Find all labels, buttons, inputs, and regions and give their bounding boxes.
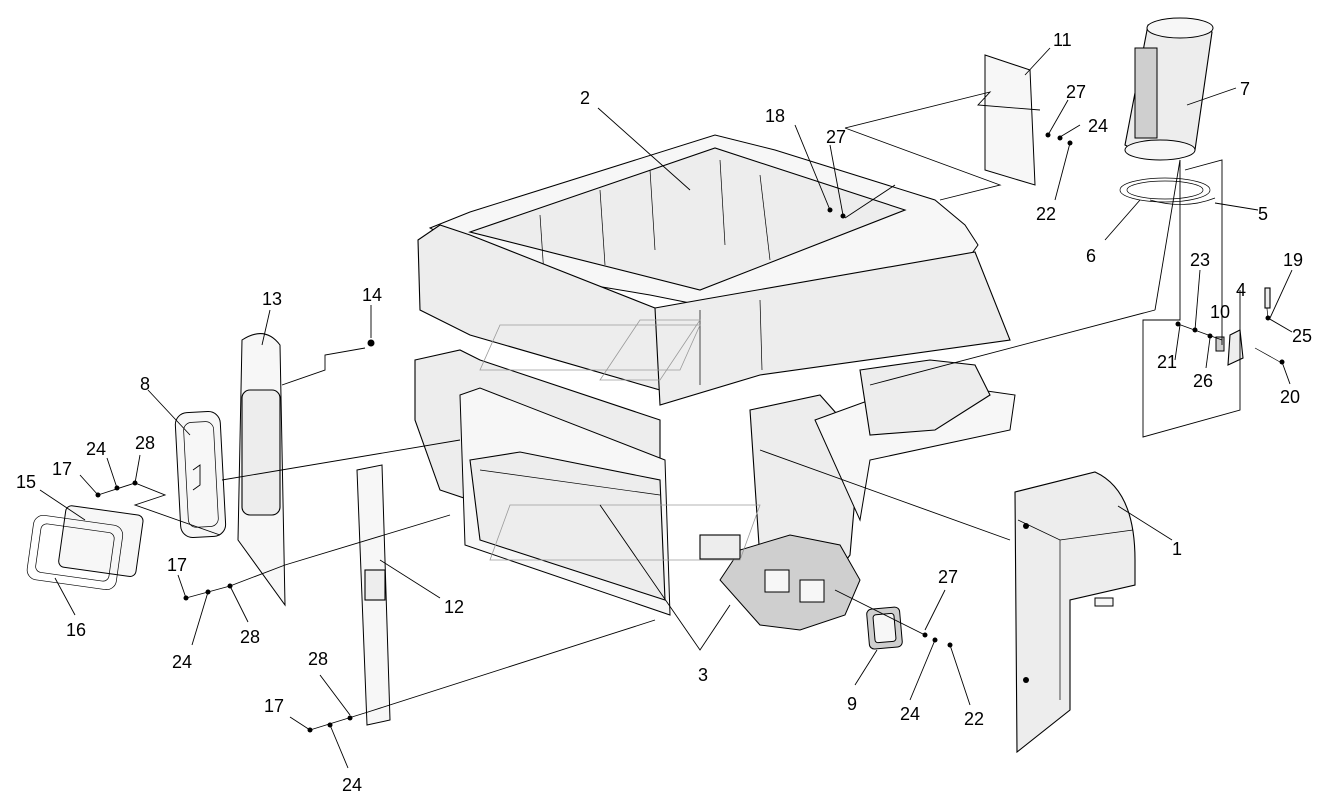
grate <box>699 534 741 560</box>
callout-3: 3 <box>698 665 708 685</box>
seal-frame-part-16 <box>26 514 124 590</box>
callout-22-b: 22 <box>964 709 984 729</box>
callout-2: 2 <box>580 88 590 108</box>
callout-24-e: 24 <box>900 704 920 724</box>
callout-19: 19 <box>1283 250 1303 270</box>
callout-20: 20 <box>1280 387 1300 407</box>
callout-11: 11 <box>1053 30 1072 50</box>
callout-12: 12 <box>444 597 464 617</box>
spout-tube-part-7 <box>1124 17 1214 161</box>
callout-8: 8 <box>140 374 150 394</box>
callout-28-c: 28 <box>308 649 328 669</box>
callout-18: 18 <box>765 106 785 126</box>
callout-24-b: 24 <box>172 652 192 672</box>
callout-labels: 1 2 3 4 5 6 7 8 9 10 11 12 13 14 15 16 1… <box>16 30 1312 795</box>
window-frame-part-8 <box>174 410 227 538</box>
callout-5: 5 <box>1258 204 1268 224</box>
upper-frame-inner <box>468 147 907 291</box>
side-panel-part-13 <box>237 333 286 607</box>
callout-26: 26 <box>1193 371 1213 391</box>
callout-21: 21 <box>1157 352 1177 372</box>
ring-half-part-5 <box>1149 197 1216 205</box>
latch-part-10 <box>1215 336 1225 352</box>
leader-lines <box>39 47 1293 769</box>
inspection-cover-part-9 <box>866 606 903 650</box>
callout-24-d: 24 <box>1088 116 1108 136</box>
callout-14: 14 <box>362 285 382 305</box>
callout-24-a: 24 <box>86 439 106 459</box>
callout-17-b: 17 <box>167 555 187 575</box>
callout-17-c: 17 <box>264 696 284 716</box>
callout-16: 16 <box>66 620 86 640</box>
upper-frame-front-wall <box>654 251 1011 406</box>
callout-27-a: 27 <box>1066 82 1086 102</box>
callout-13: 13 <box>262 289 282 309</box>
callout-17-a: 17 <box>52 459 72 479</box>
clamp-ring-part-6 <box>1119 177 1211 203</box>
auger-gearbox-housing <box>719 534 861 631</box>
plate-part-11 <box>984 54 1036 186</box>
callout-22-a: 22 <box>1036 204 1056 224</box>
strip-panel-part-12 <box>356 464 391 726</box>
fasteners <box>95 132 1285 733</box>
side-cover-part-1 <box>1014 471 1136 754</box>
seal-part-15 <box>58 505 144 577</box>
callout-27-c: 27 <box>938 567 958 587</box>
callout-10: 10 <box>1210 302 1230 322</box>
callout-1: 1 <box>1172 539 1182 559</box>
callout-4: 4 <box>1236 280 1246 300</box>
callout-15: 15 <box>16 472 36 492</box>
callout-7: 7 <box>1240 79 1250 99</box>
callout-9: 9 <box>847 694 857 714</box>
callout-23: 23 <box>1190 250 1210 270</box>
callout-28-b: 28 <box>240 627 260 647</box>
callout-25: 25 <box>1292 326 1312 346</box>
callout-28-a: 28 <box>135 433 155 453</box>
main-frame-assembly <box>414 134 1016 631</box>
callout-6: 6 <box>1086 246 1096 266</box>
callout-27-b: 27 <box>826 127 846 147</box>
callout-24-c: 24 <box>342 775 362 795</box>
